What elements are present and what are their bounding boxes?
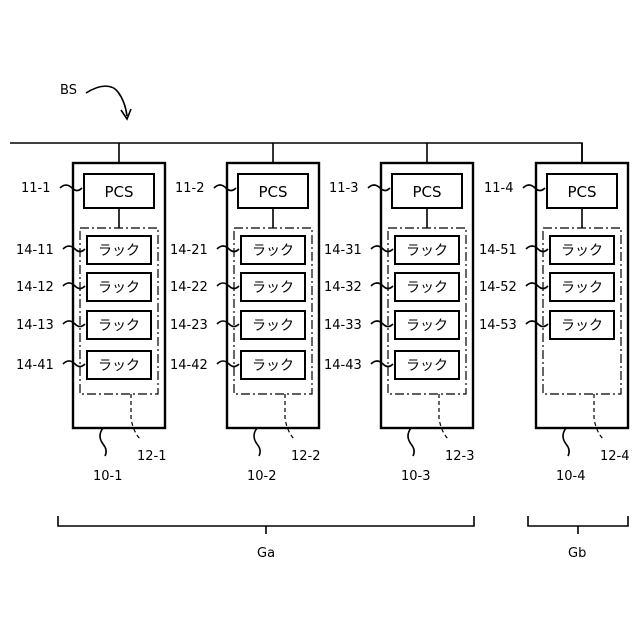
pcs-ref-leader [368,185,390,191]
system-arrow [86,86,127,116]
unit-ref-label: 10-3 [401,469,431,484]
rack-ref-label: 14-41 [16,358,54,373]
rack-label: ラック [98,243,140,259]
rack-ref-label: 14-53 [479,318,517,333]
group-label-gb: Gb [568,546,586,561]
rack-label: ラック [561,280,603,296]
group-ref-label: 12-2 [291,449,321,464]
pcs-ref-label: 11-2 [175,181,205,196]
rack-ref-label: 14-33 [324,318,362,333]
unit-ref-label: 10-1 [93,469,123,484]
rack-label: ラック [406,243,448,259]
pcs-ref-label: 11-3 [329,181,359,196]
rack-ref-label: 14-13 [16,318,54,333]
unit-ref-leader [408,428,414,456]
pcs-ref-leader [60,185,82,191]
unit-10-2: PCS 11-2 ラック 14-21 ラック 14-22 ラック 14-23 ラック 14-42 1… [170,143,321,484]
unit-10-1: PCS 11-1 ラック 14-11 ラック 14-12 ラック 14-13 ラック 14-41 1… [16,143,167,484]
rack-label: ラック [98,318,140,334]
rack-label: ラック [406,358,448,374]
rack-ref-label: 14-22 [170,280,208,295]
rack-label: ラック [252,358,294,374]
group-label-ga: Ga [257,546,275,561]
rack-label: ラック [98,280,140,296]
pcs-label: PCS [412,183,441,201]
bus-line [10,143,582,163]
rack-label: ラック [98,358,140,374]
rack-ref-label: 14-52 [479,280,517,295]
pcs-ref-label: 11-1 [21,181,51,196]
unit-10-4: PCS 11-4 ラック 14-51 ラック 14-52 ラック 14-53 10-4 12-4 [479,143,630,484]
rack-label: ラック [252,280,294,296]
system-label: BS [60,83,77,98]
rack-label: ラック [252,243,294,259]
unit-ref-leader [563,428,569,456]
unit-ref-label: 10-4 [556,469,586,484]
rack-ref-label: 14-43 [324,358,362,373]
unit-ref-leader [254,428,260,456]
group-brace-gb [528,516,628,534]
rack-label: ラック [406,318,448,334]
pcs-label: PCS [567,183,596,201]
group-ref-label: 12-3 [445,449,475,464]
rack-label: ラック [561,318,603,334]
unit-ref-label: 10-2 [247,469,277,484]
unit-ref-leader [100,428,106,456]
pcs-ref-leader [523,185,545,191]
pcs-ref-label: 11-4 [484,181,514,196]
pcs-label: PCS [258,183,287,201]
rack-label: ラック [561,243,603,259]
pcs-ref-leader [214,185,236,191]
unit-10-3: PCS 11-3 ラック 14-31 ラック 14-32 ラック 14-33 ラック 14-43 1… [324,143,475,484]
rack-ref-label: 14-42 [170,358,208,373]
rack-ref-label: 14-51 [479,243,517,258]
group-ref-leader [439,394,449,440]
group-ref-leader [131,394,141,440]
rack-label: ラック [406,280,448,296]
group-ref-label: 12-4 [600,449,630,464]
rack-ref-label: 14-23 [170,318,208,333]
rack-ref-label: 14-32 [324,280,362,295]
rack-label: ラック [252,318,294,334]
group-ref-label: 12-1 [137,449,167,464]
group-ref-leader [594,394,604,440]
pcs-label: PCS [104,183,133,201]
group-brace-ga [58,516,474,534]
rack-ref-label: 14-31 [324,243,362,258]
rack-ref-label: 14-12 [16,280,54,295]
rack-ref-label: 14-11 [16,243,54,258]
group-ref-leader [285,394,295,440]
rack-ref-label: 14-21 [170,243,208,258]
